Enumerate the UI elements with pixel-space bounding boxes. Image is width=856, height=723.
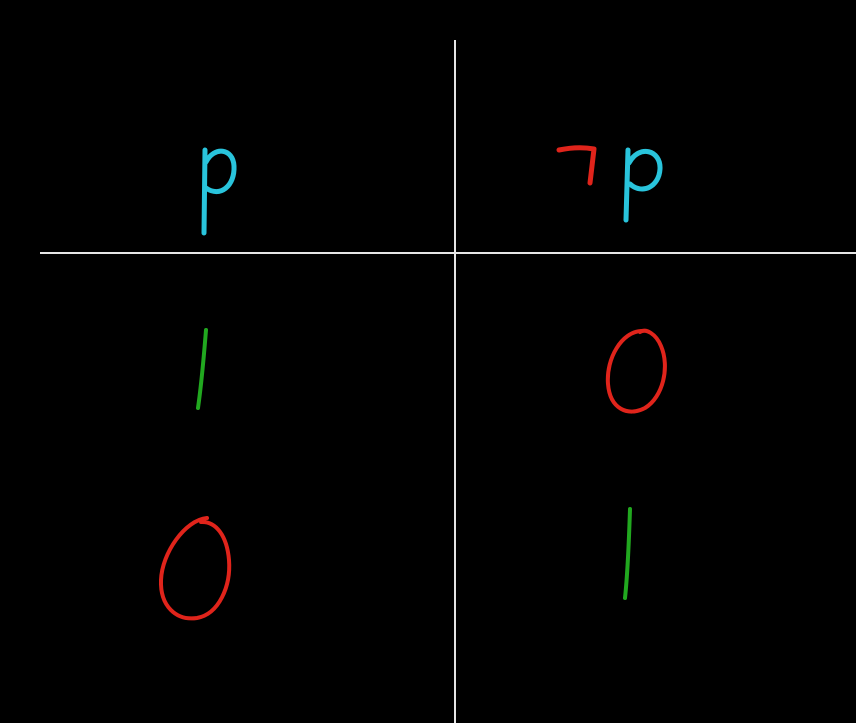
negation-symbol — [556, 145, 597, 186]
header-not-p — [556, 145, 663, 223]
header-p — [201, 147, 237, 236]
row1-not-p-value — [605, 328, 667, 414]
row2-p-value — [158, 516, 232, 621]
row1-p-value — [196, 328, 208, 410]
row2-not-p-value — [623, 507, 632, 600]
